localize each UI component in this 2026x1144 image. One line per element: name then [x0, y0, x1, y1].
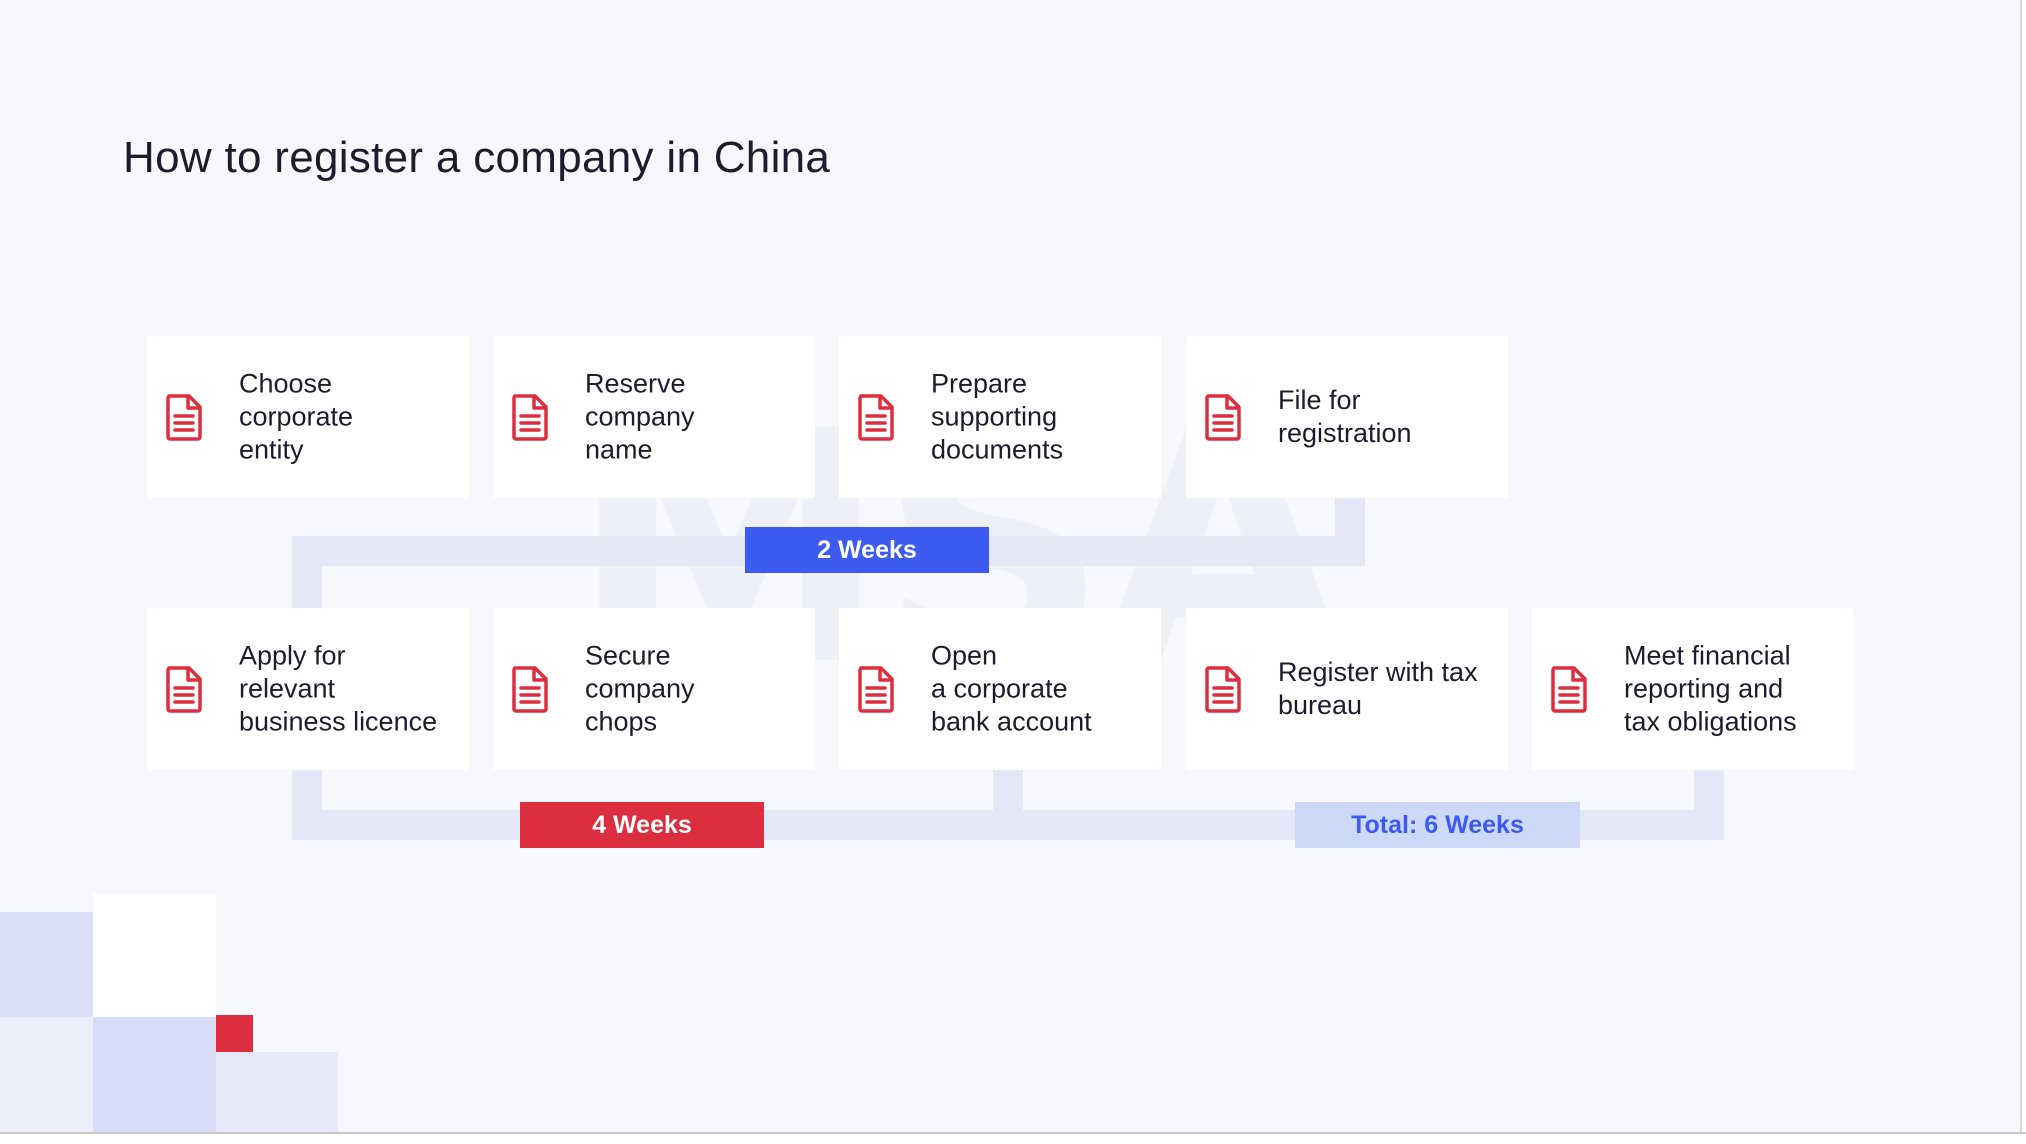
step-card-prepare-documents: Prepare supporting documents [839, 336, 1161, 498]
decor-square [216, 1052, 338, 1134]
step-label: Secure company chops [585, 640, 695, 737]
step-label: Meet financial reporting and tax obligat… [1624, 640, 1797, 737]
connector-bottom-right-vertical [1694, 770, 1724, 840]
page-title: How to register a company in China [123, 133, 831, 182]
document-icon [512, 666, 548, 713]
connector-top-right-vertical [1335, 496, 1365, 566]
step-card-reserve-name: Reserve company name [493, 336, 815, 498]
badge-total-6-weeks: Total: 6 Weeks [1295, 802, 1580, 848]
step-card-business-licence: Apply for relevant business licence [147, 608, 469, 770]
step-label: Reserve company name [585, 368, 695, 465]
document-icon [512, 394, 548, 441]
document-icon [858, 394, 894, 441]
slide-edge [2020, 0, 2026, 1134]
step-label: File for registration [1278, 385, 1412, 448]
badge-4-weeks: 4 Weeks [520, 802, 764, 848]
step-label: Choose corporate entity [239, 368, 354, 465]
decor-square [0, 1017, 93, 1134]
step-card-financial-reporting: Meet financial reporting and tax obligat… [1532, 608, 1854, 770]
document-icon [1551, 666, 1587, 713]
step-card-tax-bureau: Register with tax bureau [1186, 608, 1508, 770]
step-label: Prepare supporting documents [931, 368, 1064, 465]
step-label: Register with tax bureau [1278, 657, 1478, 720]
connector-top-left-vertical [292, 536, 322, 608]
document-icon [1205, 666, 1241, 713]
decor-square [93, 893, 216, 1017]
decor-square [93, 1017, 216, 1134]
step-label: Open a corporate bank account [931, 640, 1092, 737]
step-card-file-registration: File for registration [1186, 336, 1508, 498]
document-icon [166, 666, 202, 713]
step-label: Apply for relevant business licence [239, 640, 438, 737]
document-icon [1205, 394, 1241, 441]
badge-2-weeks: 2 Weeks [745, 527, 989, 573]
document-icon [166, 394, 202, 441]
slide-bottom-edge [0, 1132, 2026, 1144]
connector-bottom-mid-vertical [993, 770, 1023, 840]
decor-square [0, 912, 93, 1017]
decor-square-accent [216, 1015, 253, 1052]
step-card-choose-entity: Choose corporate entity [147, 336, 469, 498]
connector-bottom-left-vertical [292, 770, 322, 840]
step-card-bank-account: Open a corporate bank account [839, 608, 1161, 770]
document-icon [858, 666, 894, 713]
step-card-company-chops: Secure company chops [493, 608, 815, 770]
